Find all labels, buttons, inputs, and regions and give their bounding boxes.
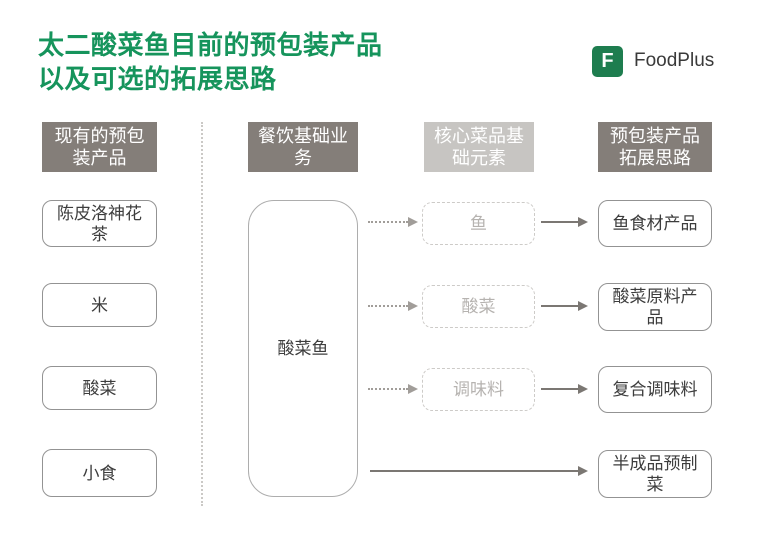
foodplus-logo-letter: F: [601, 50, 614, 72]
column-header-core-business: 餐饮基础业务: [248, 122, 358, 172]
existing-product-box-tea: 陈皮洛神花茶: [42, 200, 157, 247]
core-business-box: 酸菜鱼: [248, 200, 358, 497]
existing-product-box-rice: 米: [42, 283, 157, 327]
core-element-box-fish: 鱼: [422, 202, 535, 245]
column-header-existing-products: 现有的预包装产品: [42, 122, 157, 172]
dotted-arrow-to-pickles: [368, 301, 418, 311]
core-element-box-seasoning: 调味料: [422, 368, 535, 411]
existing-product-box-pickles: 酸菜: [42, 366, 157, 410]
column-divider-dotted-line: [201, 122, 203, 506]
page-title: 太二酸菜鱼目前的预包装产品 以及可选的拓展思路: [38, 28, 383, 96]
solid-arrow-pickles-to-product: [541, 301, 588, 311]
dotted-arrow-to-seasoning: [368, 384, 418, 394]
column-header-expansion-ideas: 预包装产品拓展思路: [598, 122, 712, 172]
expansion-idea-box-pickle-ingredients: 酸菜原料产品: [598, 283, 712, 331]
page-title-line-1: 太二酸菜鱼目前的预包装产品: [38, 30, 383, 60]
solid-arrow-business-to-ready-meals: [370, 466, 588, 476]
foodplus-logo-text: FoodPlus: [634, 50, 715, 71]
page-title-line-2: 以及可选的拓展思路: [38, 64, 277, 94]
foodplus-logo-icon: F: [592, 46, 623, 77]
core-element-box-pickles: 酸菜: [422, 285, 535, 328]
expansion-idea-box-compound-seasoning: 复合调味料: [598, 366, 712, 413]
solid-arrow-seasoning-to-product: [541, 384, 588, 394]
expansion-idea-box-fish-ingredients: 鱼食材产品: [598, 200, 712, 247]
expansion-idea-box-ready-meals: 半成品预制菜: [598, 450, 712, 498]
dotted-arrow-to-fish: [368, 217, 418, 227]
column-header-core-elements: 核心菜品基础元素: [424, 122, 534, 172]
solid-arrow-fish-to-product: [541, 217, 588, 227]
existing-product-box-snacks: 小食: [42, 449, 157, 497]
